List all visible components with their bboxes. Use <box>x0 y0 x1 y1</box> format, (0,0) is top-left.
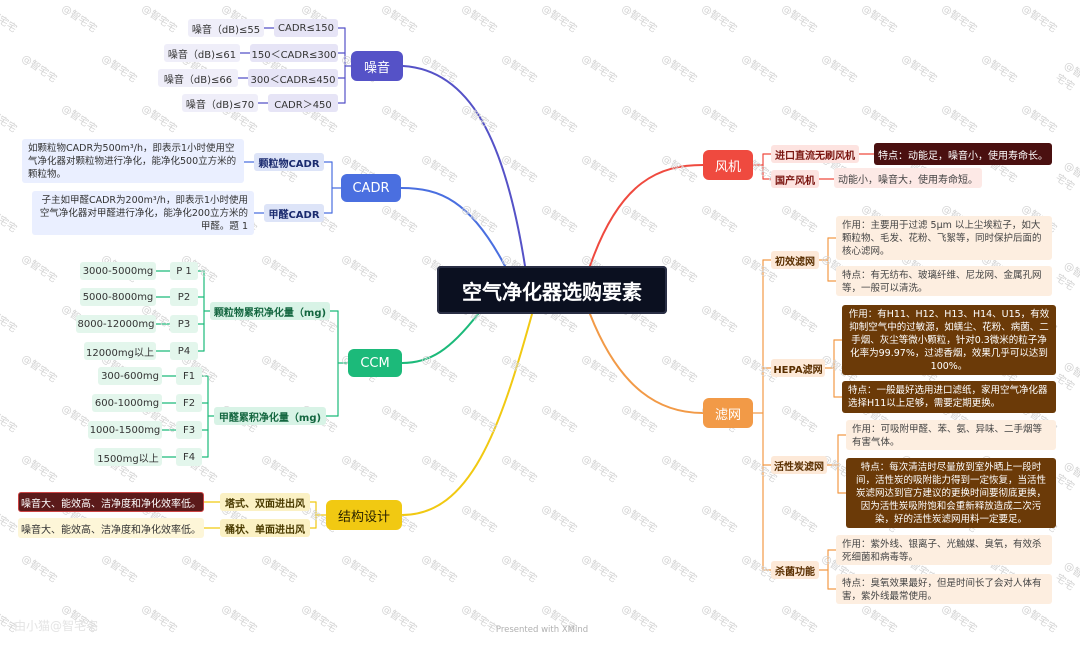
structure-barrel-label[interactable]: 桶状、单面进出风 <box>220 519 310 537</box>
noise-cadr-3[interactable]: 300＜CADR≤450 <box>248 69 338 87</box>
ccm-particle-label[interactable]: 颗粒物累积净化量（mg) <box>210 302 330 320</box>
noise-db-3: 噪音（dB)≤66 <box>158 69 238 87</box>
filter-hepa-use: 作用：有H11、H12、H13、H14、U15，有效抑制空气中的过敏源，如螨尘、… <box>842 305 1056 375</box>
ccm-p3-range: 8000-12000mg <box>76 315 156 333</box>
topic-filter[interactable]: 滤网 <box>703 398 753 428</box>
cadr-particle-note: 如颗粒物CADR为500m³/h，即表示1小时使用空气净化器对颗粒物进行净化，能… <box>22 139 244 183</box>
ccm-f3-range: 1000-1500mg <box>88 421 162 439</box>
ccm-f4-level[interactable]: F4 <box>176 448 202 466</box>
ccm-p4-level[interactable]: P4 <box>170 342 198 360</box>
credit-text: 由小猫@智宅宅 <box>14 619 99 633</box>
filter-carbon-feature: 特点：每次清洁时尽量放到室外晒上一段时间，活性炭的吸附能力得到一定恢复，当活性炭… <box>846 458 1056 528</box>
ccm-formaldehyde-label[interactable]: 甲醛累积净化量（mg) <box>214 407 326 425</box>
filter-primary-use: 作用：主要用于过滤 5μm 以上尘埃粒子，如大颗粒物、毛发、花粉、飞絮等，同时保… <box>836 216 1052 260</box>
central-topic[interactable]: 空气净化器选购要素 <box>437 266 667 314</box>
noise-cadr-1[interactable]: CADR≤150 <box>274 19 338 37</box>
structure-barrel-note: 噪音大、能效高、洁净度和净化效率低。 <box>18 518 204 538</box>
topic-noise[interactable]: 噪音 <box>351 51 403 81</box>
noise-db-4: 噪音（dB)≤70 <box>182 94 258 112</box>
cadr-formaldehyde-note: 子主如甲醛CADR为200m³/h，即表示1小时使用空气净化器对甲醛进行净化，能… <box>32 191 254 235</box>
ccm-p2-range: 5000-8000mg <box>80 288 156 306</box>
ccm-p1-level[interactable]: P 1 <box>170 262 198 280</box>
cadr-formaldehyde-label[interactable]: 甲醛CADR <box>264 204 324 222</box>
link-noise <box>402 65 526 267</box>
topic-fan[interactable]: 风机 <box>703 150 753 180</box>
ccm-f4-range: 1500mg以上 <box>94 448 162 466</box>
fan-imported-note: 特点：动能足，噪音小，使用寿命长。 <box>874 143 1052 165</box>
filter-germ-label[interactable]: 杀菌功能 <box>771 561 819 579</box>
topic-cadr[interactable]: CADR <box>341 174 401 202</box>
cadr-particle-label[interactable]: 颗粒物CADR <box>254 153 324 171</box>
footer-presented: Presented with XMind <box>495 625 589 635</box>
filter-primary-label[interactable]: 初效滤网 <box>771 251 819 269</box>
link-ccm <box>401 313 479 364</box>
structure-tower-label[interactable]: 塔式、双面进出风 <box>220 493 310 511</box>
filter-germ-feature: 特点：臭氧效果最好，但是时间长了会对人体有害，紫外线最常使用。 <box>836 574 1052 604</box>
link-structure <box>401 313 533 516</box>
ccm-f2-range: 600-1000mg <box>92 394 162 412</box>
ccm-f1-range: 300-600mg <box>98 367 162 385</box>
filter-carbon-use: 作用：可吸附甲醛、苯、氨、异味、二手烟等有害气体。 <box>846 420 1056 450</box>
ccm-p2-level[interactable]: P2 <box>170 288 198 306</box>
structure-tower-note: 噪音大、能效高、洁净度和净化效率低。 <box>18 492 204 512</box>
filter-germ-use: 作用：紫外线、银离子、光触媒、臭氧，有效杀死细菌和病毒等。 <box>836 535 1052 565</box>
ccm-p4-range: 12000mg以上 <box>84 342 156 360</box>
topic-structure[interactable]: 结构设计 <box>326 500 402 530</box>
fan-domestic-note: 动能小，噪音大，使用寿命短。 <box>834 168 982 188</box>
filter-hepa-feature: 特点：一般最好选用进口滤纸，家用空气净化器选择H11以上足够，需要定期更换。 <box>842 381 1056 413</box>
ccm-p3-level[interactable]: P3 <box>170 315 198 333</box>
ccm-f3-level[interactable]: F3 <box>176 421 202 439</box>
link-cadr <box>400 187 506 267</box>
noise-db-2: 噪音（dB)≤61 <box>164 44 240 62</box>
ccm-f1-level[interactable]: F1 <box>176 367 202 385</box>
noise-cadr-4[interactable]: CADR＞450 <box>268 94 338 112</box>
fan-imported-label[interactable]: 进口直流无刷风机 <box>771 145 859 163</box>
topic-ccm[interactable]: CCM <box>348 349 402 377</box>
fan-domestic-label[interactable]: 国产风机 <box>771 170 819 188</box>
noise-cadr-2[interactable]: 150＜CADR≤300 <box>250 44 338 62</box>
link-filter <box>589 313 704 414</box>
filter-primary-feature: 特点：有无纺布、玻璃纤维、尼龙网、金属孔网等，一般可以清洗。 <box>836 266 1052 296</box>
ccm-f2-level[interactable]: F2 <box>176 394 202 412</box>
noise-db-1: 噪音（dB)≤55 <box>188 19 264 37</box>
filter-hepa-label[interactable]: HEPA滤网 <box>771 359 825 377</box>
link-fan <box>589 164 704 267</box>
ccm-p1-range: 3000-5000mg <box>80 262 156 280</box>
filter-carbon-label[interactable]: 活性炭滤网 <box>771 456 827 474</box>
